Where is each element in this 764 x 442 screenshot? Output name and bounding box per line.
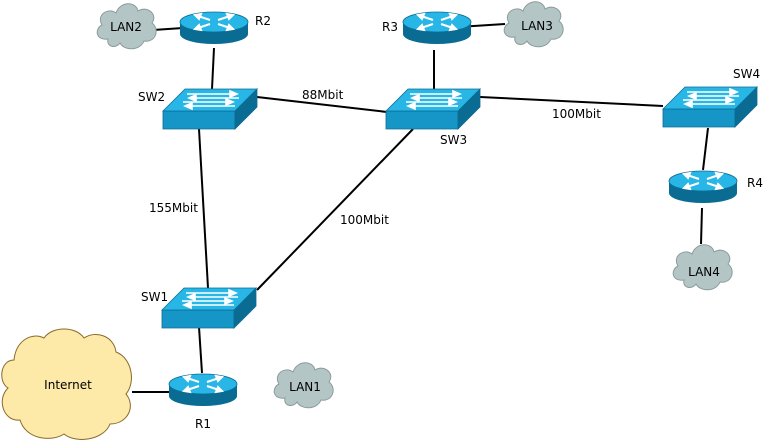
lan3-label: LAN3 (521, 19, 553, 33)
lan3-cloud-icon[interactable]: LAN3 (503, 1, 564, 48)
internet-cloud-icon[interactable]: Internet (1, 328, 132, 440)
switch-sw2-label: SW2 (138, 90, 165, 104)
switch-sw1-label: SW1 (141, 290, 168, 304)
switch-sw3-icon[interactable]: SW3 (385, 88, 481, 147)
link-sw1-r1 (198, 326, 203, 374)
link-label-sw2-sw3: 88Mbit (302, 88, 344, 102)
internet-label: Internet (44, 378, 92, 392)
switch-sw2-icon[interactable]: SW2 (138, 88, 258, 130)
router-r4-icon[interactable]: R4 (668, 170, 763, 204)
switch-sw4-icon[interactable]: SW4 (662, 67, 760, 128)
lan1-cloud-icon[interactable]: LAN1 (273, 362, 334, 409)
switch-sw3-label: SW3 (440, 133, 467, 147)
link-sw2-sw3 (256, 96, 388, 113)
links (132, 23, 709, 393)
link-sw2-sw1 (198, 128, 209, 289)
link-r2-sw2 (211, 47, 215, 90)
lan1-label: LAN1 (289, 380, 321, 394)
link-lan2-r2 (152, 27, 184, 31)
router-r3-icon[interactable]: R3 (382, 11, 472, 45)
switch-sw1-icon[interactable]: SW1 (141, 287, 257, 329)
router-r3-label: R3 (382, 20, 398, 34)
link-label-sw3-sw4: 100Mbit (552, 107, 601, 121)
router-r4-label: R4 (747, 176, 763, 190)
lan4-cloud-icon[interactable]: LAN4 (672, 244, 733, 291)
lan2-cloud-icon[interactable]: LAN2 (96, 3, 157, 50)
router-r1-label: R1 (195, 417, 211, 431)
router-r2-label: R2 (255, 14, 271, 28)
link-r4-lan4 (700, 207, 703, 245)
link-sw3-sw1 (256, 128, 414, 291)
router-r1-icon[interactable]: R1 (168, 373, 238, 431)
lan4-label: LAN4 (688, 265, 720, 279)
switch-sw4-label: SW4 (733, 67, 760, 81)
router-r2-icon[interactable]: R2 (179, 11, 271, 45)
link-label-sw3-sw1: 100Mbit (340, 213, 389, 227)
link-label-sw2-sw1: 155Mbit (149, 201, 198, 215)
lan2-label: LAN2 (110, 20, 142, 34)
link-sw4-r4 (702, 127, 709, 171)
link-sw3-sw4 (479, 96, 664, 107)
